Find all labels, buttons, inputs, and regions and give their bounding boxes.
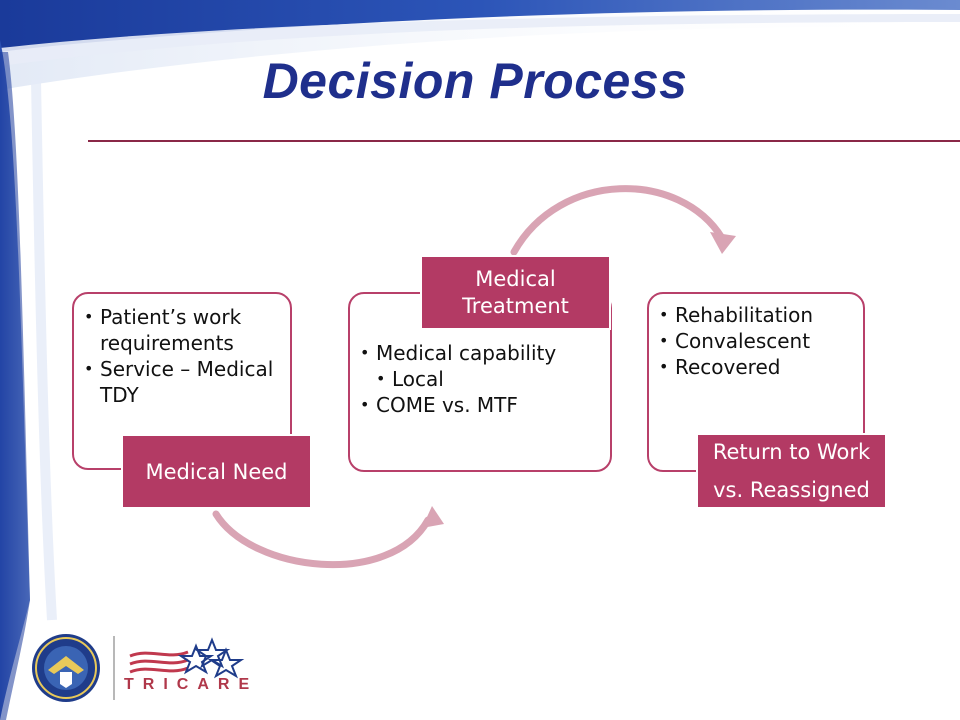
bullet-list: Rehabilitation Convalescent Recovered — [657, 302, 857, 380]
step-label-medical-need: Medical Need — [121, 434, 312, 509]
label-line: vs. Reassigned — [713, 478, 870, 502]
tricare-wordmark: TRICARE — [124, 676, 259, 693]
dod-seal-icon — [32, 634, 100, 702]
list-item: Service – Medical TDY — [82, 356, 282, 408]
label-line: Return to Work — [712, 440, 871, 464]
list-item: Local — [374, 366, 598, 392]
arrow-bottom — [212, 506, 444, 569]
list-item: Rehabilitation — [657, 302, 857, 328]
title-divider — [88, 140, 960, 142]
list-item: Convalescent — [657, 328, 857, 354]
bullet-list: Medical capability Local COME vs. MTF — [358, 340, 598, 418]
list-item: COME vs. MTF — [358, 392, 598, 418]
slide-title: Decision Process — [262, 53, 688, 109]
tricare-logo-icon — [129, 637, 245, 679]
arrow-top — [510, 185, 736, 256]
step-label-medical-treatment: Medical Treatment — [420, 255, 611, 330]
list-item: Patient’s work requirements — [82, 304, 282, 356]
step-label-return-to-work: Return to Work vs. Reassigned — [696, 433, 887, 509]
list-item: Recovered — [657, 354, 857, 380]
list-item: Medical capability — [358, 340, 598, 366]
bullet-list: Patient’s work requirements Service – Me… — [82, 304, 282, 408]
